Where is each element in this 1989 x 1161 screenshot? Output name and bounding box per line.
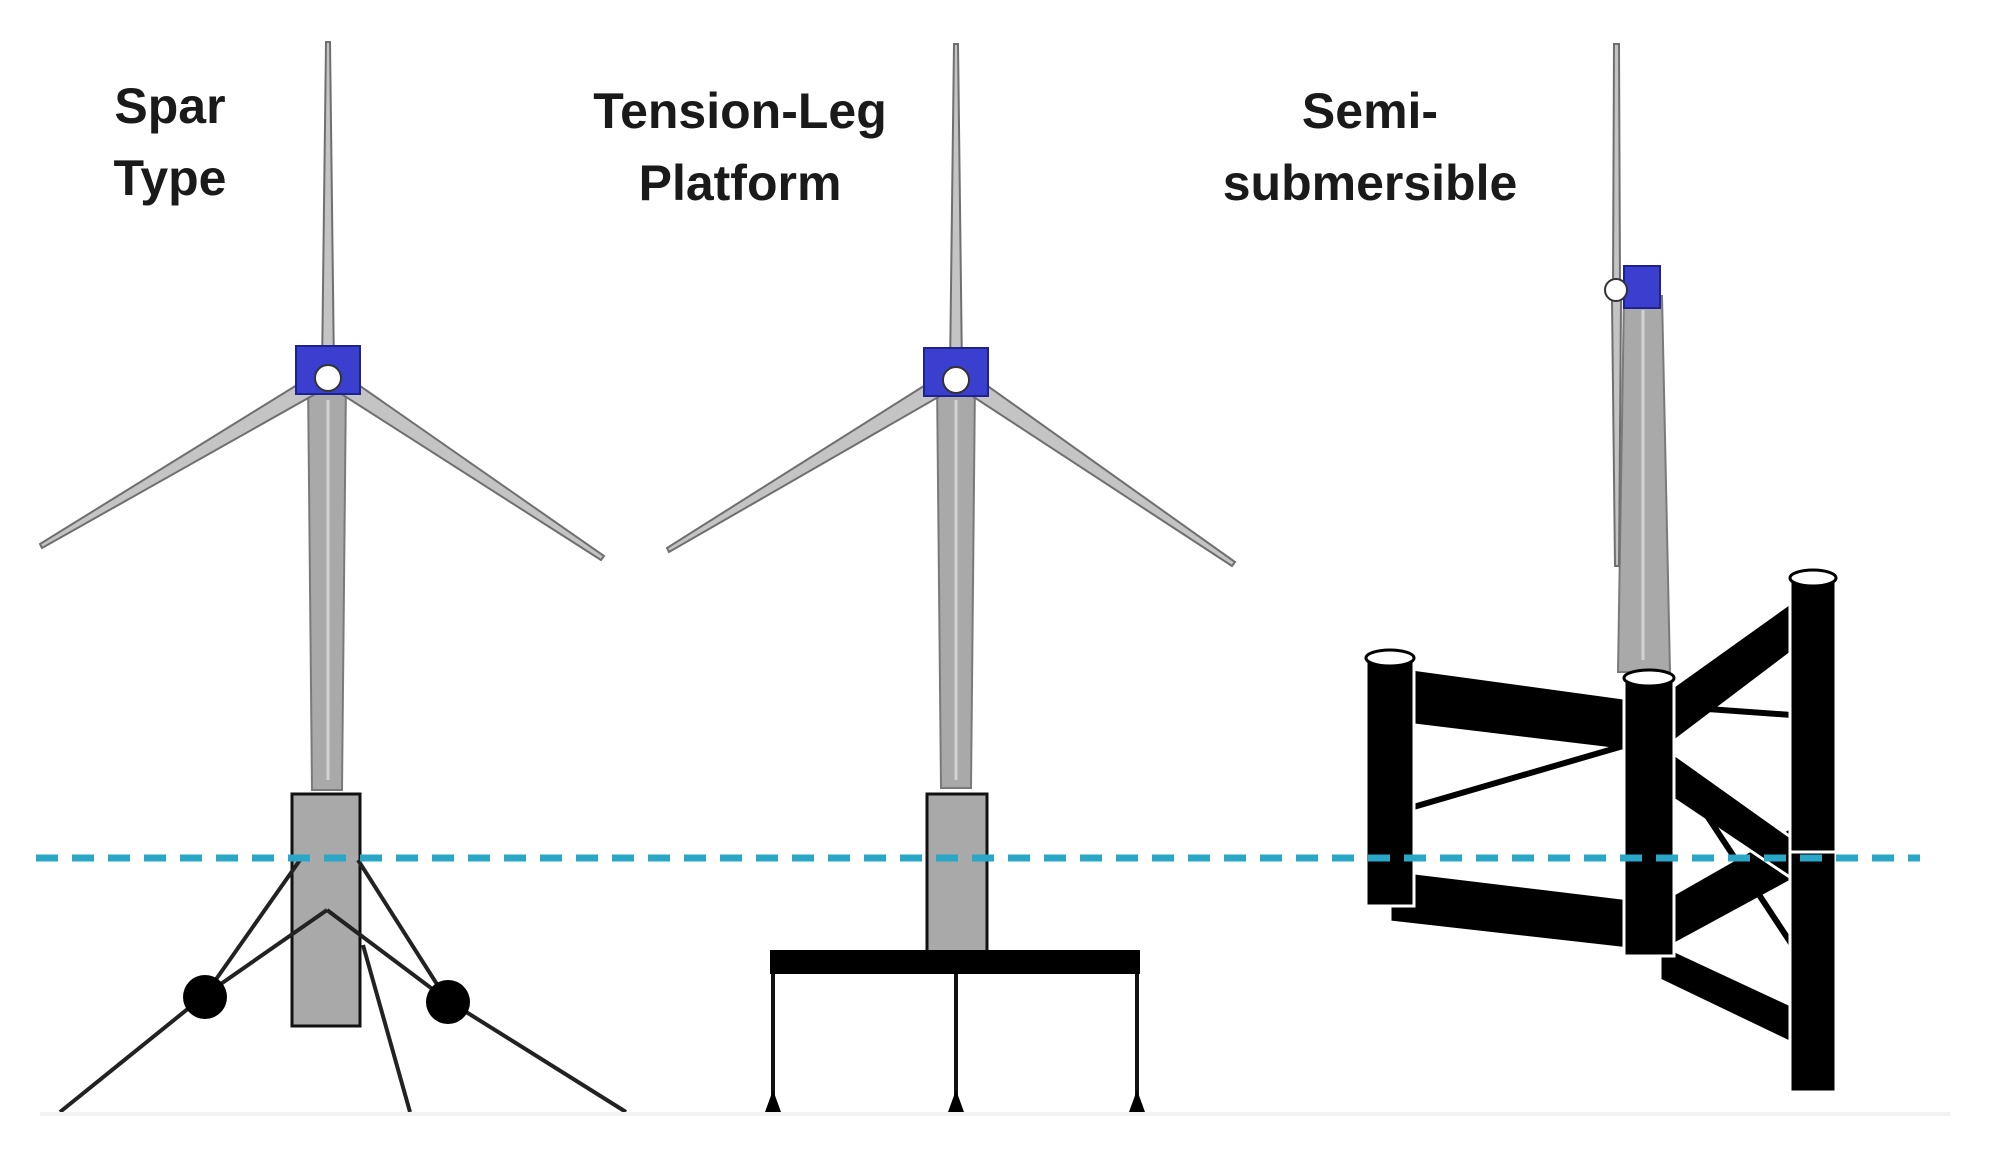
semi-column-left-top	[1364, 648, 1416, 668]
semi-cross-brace-1	[1409, 741, 1631, 811]
spar-label-line2: Type	[113, 150, 227, 206]
spar-clump-weight-right	[426, 980, 470, 1024]
spar-clump-weight-left	[183, 975, 227, 1019]
semi-cross-brace-3	[1687, 788, 1809, 968]
spar-hub	[314, 364, 342, 392]
tension-leg-platform-label: Tension-Leg Platform	[575, 75, 905, 219]
spar-mooring-center	[361, 944, 412, 1113]
semi-submersible-label: Semi- submersible	[1210, 75, 1530, 219]
semi-upper-pontoon-left	[1388, 664, 1640, 754]
spar-type-label: Spar Type	[95, 70, 245, 214]
tlp-blade-right	[958, 370, 1237, 568]
spar-bridle-left	[203, 858, 302, 997]
tlp-blade-up	[948, 43, 964, 371]
tlp-anchor-left	[765, 1090, 781, 1112]
spar-label-line1: Spar	[114, 78, 226, 134]
tlp-turbine	[665, 43, 1237, 1112]
semi-hub	[1604, 278, 1628, 302]
tlp-anchor-center	[948, 1090, 964, 1112]
tlp-blade-left	[665, 370, 956, 554]
semi-blade-down	[1610, 299, 1623, 567]
semi-turbine	[1364, 43, 1838, 1094]
spar-blade-right	[330, 370, 606, 562]
spar-bridle-right	[356, 858, 449, 1002]
semi-column-left	[1364, 654, 1416, 908]
tlp-pontoon	[770, 950, 1140, 974]
semi-column-center-top	[1622, 668, 1676, 688]
spar-mooring-right	[325, 908, 628, 1114]
semi-blade-up	[1611, 43, 1622, 289]
spar-blade-up	[320, 41, 336, 371]
tlp-anchor-right	[1129, 1090, 1145, 1112]
semi-upper-pontoon-right	[1658, 593, 1802, 756]
tlp-label-line2: Platform	[638, 155, 842, 211]
spar-blade-left	[38, 370, 328, 550]
tlp-hub	[942, 366, 970, 394]
semi-nacelle	[1623, 265, 1661, 309]
spar-turbine	[38, 41, 628, 1114]
semi-column-right	[1788, 574, 1838, 1094]
tlp-column	[925, 792, 989, 956]
semi-cross-brace-2	[1665, 703, 1807, 719]
semi-column-center	[1622, 674, 1676, 958]
semi-label-line1: Semi-	[1301, 83, 1439, 139]
tlp-label-line1: Tension-Leg	[593, 83, 887, 139]
semi-diagonal-pontoon-lower	[1658, 941, 1808, 1053]
semi-lower-pontoon-left	[1388, 868, 1640, 952]
semi-column-right-top	[1788, 568, 1838, 588]
semi-label-line2: submersible	[1222, 155, 1518, 211]
